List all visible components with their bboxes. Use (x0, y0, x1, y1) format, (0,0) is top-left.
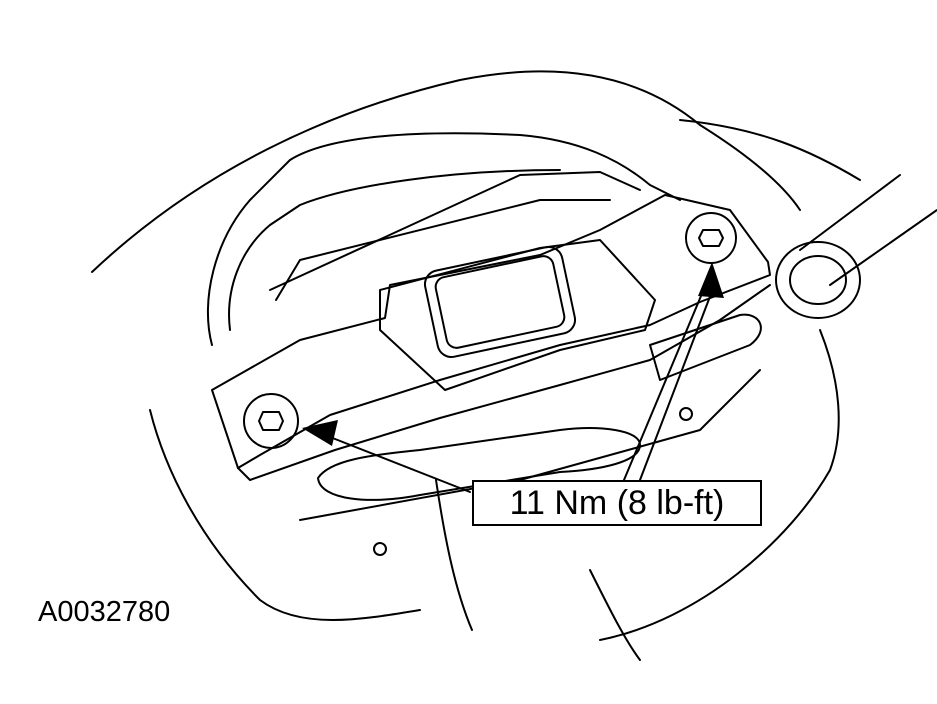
trim-panel-lower-right (599, 329, 840, 641)
torque-callout: 11 Nm (8 lb-ft) (472, 480, 762, 526)
bracket-window-inner (434, 255, 566, 349)
trim-panel-left-edge (149, 409, 421, 621)
right-slot (649, 313, 762, 381)
bracket-plate (211, 194, 771, 469)
cable-lower-line (829, 209, 937, 286)
trim-panel-right-edge (679, 119, 861, 181)
trim-panel-upper-edge (91, 70, 801, 273)
bracket-raised-boss (379, 239, 656, 391)
torque-label: 11 Nm (8 lb-ft) (509, 483, 725, 522)
left-bolt-torx (258, 411, 284, 431)
arrowhead-right (698, 262, 724, 298)
bracket-flange (237, 284, 771, 481)
cable-upper-line (799, 174, 901, 251)
cable-grommet-inner (789, 255, 847, 305)
housing-outline (206, 132, 681, 346)
leader-line-right-2 (639, 285, 715, 481)
right-bolt-head (685, 212, 737, 264)
figure-id: A0032780 (38, 596, 171, 628)
right-bolt-torx (698, 229, 724, 247)
mount-hole-2 (373, 542, 387, 556)
housing-inner-line (228, 169, 561, 331)
bracket-window (423, 246, 577, 358)
arrowhead-left (302, 420, 338, 446)
housing-rim-2 (275, 199, 611, 301)
lower-slot (317, 427, 641, 501)
leader-line-right (623, 283, 707, 481)
leader-line-left (329, 436, 471, 493)
lower-track (299, 369, 761, 521)
mount-hole-1 (679, 407, 693, 421)
cable-grommet (775, 241, 861, 319)
trim-panel-inner-curve-2 (435, 479, 473, 631)
left-bolt-head (243, 393, 299, 449)
trim-panel-inner-curve (589, 569, 641, 661)
housing-rim (269, 171, 641, 291)
